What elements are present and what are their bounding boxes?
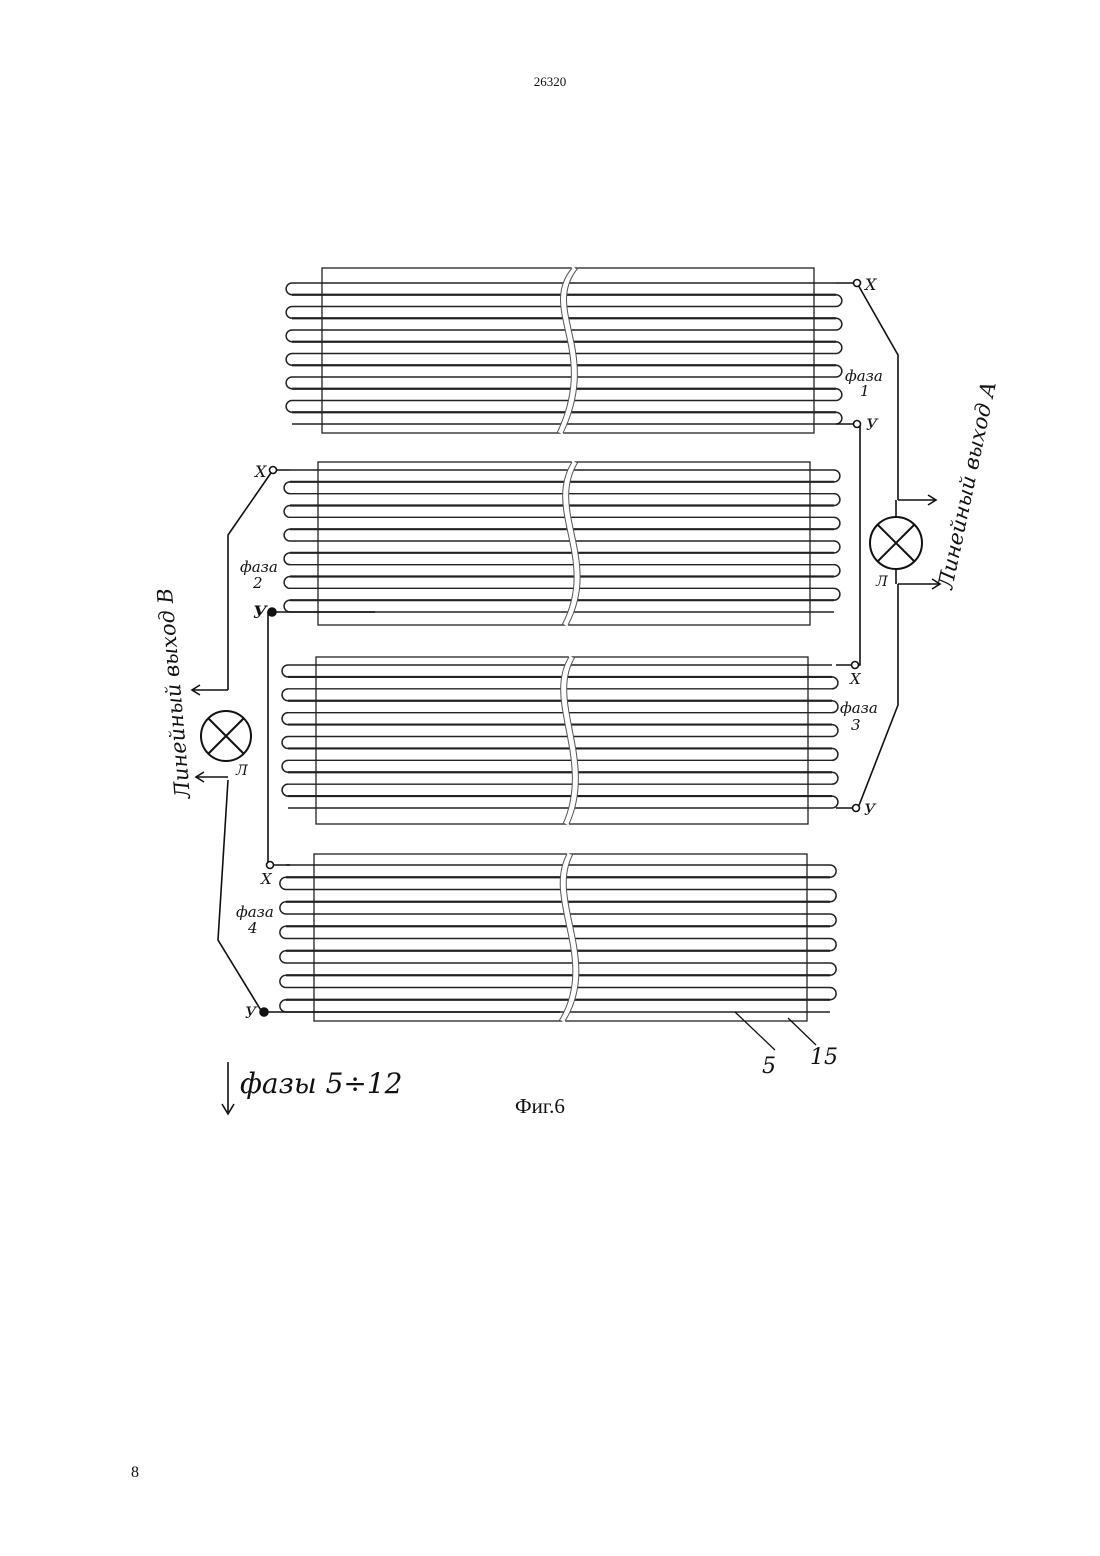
winding-phase-3 [282, 665, 838, 808]
page-number: 8 [131, 1464, 139, 1482]
phase-1-number: 1 [860, 382, 870, 400]
lamp-a-label: Л [875, 574, 888, 590]
phase-3-word: фаза [840, 699, 878, 717]
phases-note: фазы 5÷12 [240, 1067, 403, 1100]
ref-plate: 15 [810, 1045, 838, 1070]
winding-phase-2 [284, 470, 840, 612]
output-a-label: Линейный выход А [933, 379, 1001, 592]
phase-4-number: 4 [247, 919, 258, 937]
terminal-x-phase-1: Х [863, 275, 877, 294]
terminal-y-phase-4: У [245, 1003, 258, 1022]
terminal-y-phase-3: У [864, 800, 877, 819]
lamp-b-label: Л [235, 763, 248, 779]
terminal-points [260, 280, 861, 1017]
terminal-x-phase-4: Х [260, 870, 273, 888]
terminal-y-phase-2: У [253, 603, 268, 623]
terminal-x-phase-2: Х [253, 462, 267, 481]
winding-phase-4 [280, 865, 836, 1012]
phase-2-number: 2 [252, 574, 263, 592]
figure-caption: Фиг.6 [515, 1094, 565, 1119]
terminal-y-phase-1: У [866, 415, 879, 434]
output-b-label: Линейный выход В [153, 587, 195, 800]
ref-wire: 5 [762, 1054, 776, 1079]
phase-3-number: 3 [851, 716, 861, 734]
terminal-x-phase-3: Х [849, 670, 862, 688]
